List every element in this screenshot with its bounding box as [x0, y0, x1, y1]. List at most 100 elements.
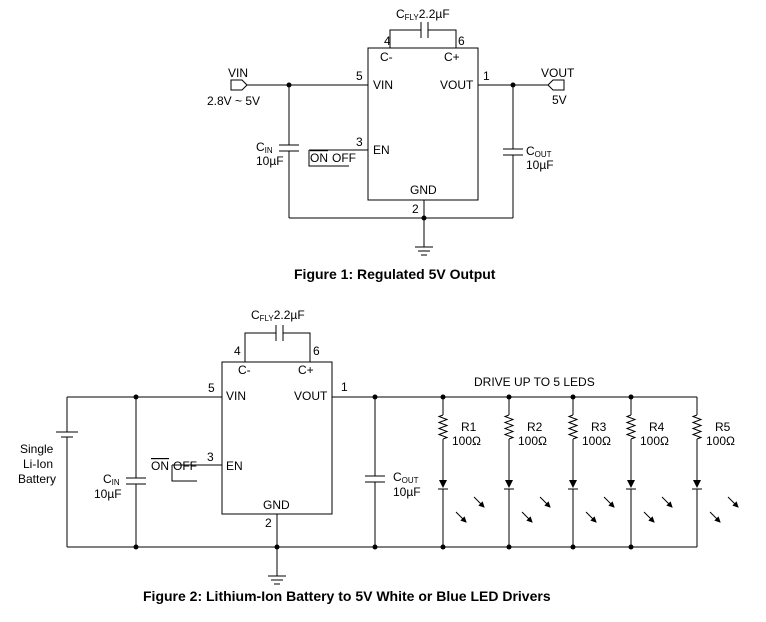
resistor-1-name: R1 [461, 420, 477, 434]
cfly-2-value: 2.2µF [274, 308, 305, 322]
led-emission-arrow [661, 496, 673, 508]
led-emission-arrow [521, 511, 533, 523]
ic-1-pin6: 6 [458, 34, 465, 48]
vout-1-label: VOUT [541, 66, 575, 80]
vin-1-label: VIN [228, 66, 248, 80]
svg-text:COUT: COUT [526, 144, 552, 159]
led-header: DRIVE UP TO 5 LEDS [474, 375, 595, 389]
ic-2-pin1: 1 [341, 380, 348, 394]
en-switch-2: ON OFF 3 EN [151, 450, 243, 482]
figure-2: CFLY2.2µF 4 6 C- C+ 5 VIN Single Li-Ion … [18, 308, 739, 604]
figure-1-caption: Figure 1: Regulated 5V Output [294, 266, 496, 282]
ic-1-pin4: 4 [384, 34, 391, 48]
cin-2-value: 10µF [94, 487, 122, 501]
cfly-1-symbol: C [396, 7, 405, 21]
ic-2-pin2: 2 [265, 516, 272, 530]
resistor-3-name: R3 [591, 420, 607, 434]
cin-2: CIN 10µF [94, 397, 146, 547]
resistor-2-value: 100Ω [518, 434, 547, 448]
ic-1-cminus: C- [380, 50, 393, 64]
ic-2-gnd: GND [263, 498, 290, 512]
figure-2-caption: Figure 2: Lithium-Ion Battery to 5V Whit… [143, 588, 551, 604]
battery: Single Li-Ion Battery [18, 397, 78, 547]
svg-text:CFLY2.2µF: CFLY2.2µF [251, 308, 305, 323]
resistor-5 [691, 414, 703, 440]
resistor-3 [567, 414, 579, 440]
cin-1-subscript: IN [265, 146, 273, 155]
battery-label-1: Single [20, 442, 54, 456]
cout-2: COUT 10µF [365, 397, 421, 547]
ic-2-vout: VOUT [294, 389, 328, 403]
cout-2-subscript: OUT [402, 476, 419, 485]
vin-terminal-1 [230, 79, 248, 91]
vout-terminal-1 [547, 79, 565, 91]
ic-2-body [221, 361, 333, 515]
ic-2-pin5: 5 [208, 381, 215, 395]
en-2-off: OFF [173, 459, 197, 473]
cin-1-value: 10µF [256, 154, 284, 168]
svg-text:CIN: CIN [103, 472, 120, 487]
vout-1-value: 5V [552, 93, 567, 107]
cout-2-symbol: C [393, 470, 402, 484]
cfly-2-subscript: FLY [260, 314, 275, 323]
led-emission-arrow [643, 511, 655, 523]
led-emission-arrow [539, 496, 551, 508]
en-1-off: OFF [332, 151, 356, 165]
cin-1: CIN 10µF [256, 85, 299, 218]
led-emission-arrow [709, 511, 721, 523]
cin-2-subscript: IN [112, 478, 120, 487]
en-1-on: ON [310, 151, 328, 165]
ic-2-cminus: C- [238, 363, 251, 377]
resistor-1 [437, 414, 449, 440]
led-3 [569, 480, 577, 488]
ic-1-cplus: C+ [444, 50, 460, 64]
cfly-1-value: 2.2µF [419, 7, 450, 21]
led-emission-arrow [603, 496, 615, 508]
resistor-5-value: 100Ω [706, 434, 735, 448]
ic-2-pin4: 4 [234, 344, 241, 358]
ic-1-pin1: 1 [483, 69, 490, 83]
cfly-2: CFLY2.2µF [244, 308, 311, 362]
ic-2-pin3: 3 [207, 450, 214, 464]
en-2-on: ON [151, 459, 169, 473]
svg-text:COUT: COUT [393, 470, 419, 485]
cfly-1-subscript: FLY [405, 13, 420, 22]
cout-1-subscript: OUT [535, 150, 552, 159]
ic-2-pin6: 6 [313, 344, 320, 358]
battery-label-3: Battery [18, 472, 56, 486]
led-emission-arrow [473, 496, 485, 508]
svg-text:CFLY2.2µF: CFLY2.2µF [396, 7, 450, 22]
cfly-2-symbol: C [251, 308, 260, 322]
en-switch-1: ON OFF 3 EN [308, 135, 390, 167]
ic-1-vin: VIN [373, 78, 393, 92]
led-1 [439, 480, 447, 488]
resistor-2-name: R2 [527, 420, 543, 434]
ic-1-en: EN [373, 143, 390, 157]
led-emission-arrow [455, 511, 467, 523]
led-2 [505, 480, 513, 488]
resistor-4 [625, 414, 637, 440]
figure-1: CFLY2.2µF 4 6 C- C+ VIN 2.8V ~ 5V 5 VIN … [207, 7, 575, 282]
cin-1-symbol: C [256, 140, 265, 154]
ic-1-pin5: 5 [356, 69, 363, 83]
ic-1-body [367, 47, 479, 201]
led-4 [627, 480, 635, 488]
led-5 [693, 480, 701, 488]
battery-label-2: Li-Ion [23, 457, 53, 471]
cfly-1: CFLY2.2µF [389, 7, 457, 48]
ground-symbol-1 [415, 246, 433, 256]
cout-2-value: 10µF [393, 485, 421, 499]
resistor-2 [503, 414, 515, 440]
ic-2-en: EN [226, 459, 243, 473]
ground-symbol-2 [268, 575, 286, 585]
led-emission-arrow [585, 511, 597, 523]
ic-1-pin3: 3 [356, 135, 363, 149]
resistor-4-name: R4 [649, 420, 665, 434]
